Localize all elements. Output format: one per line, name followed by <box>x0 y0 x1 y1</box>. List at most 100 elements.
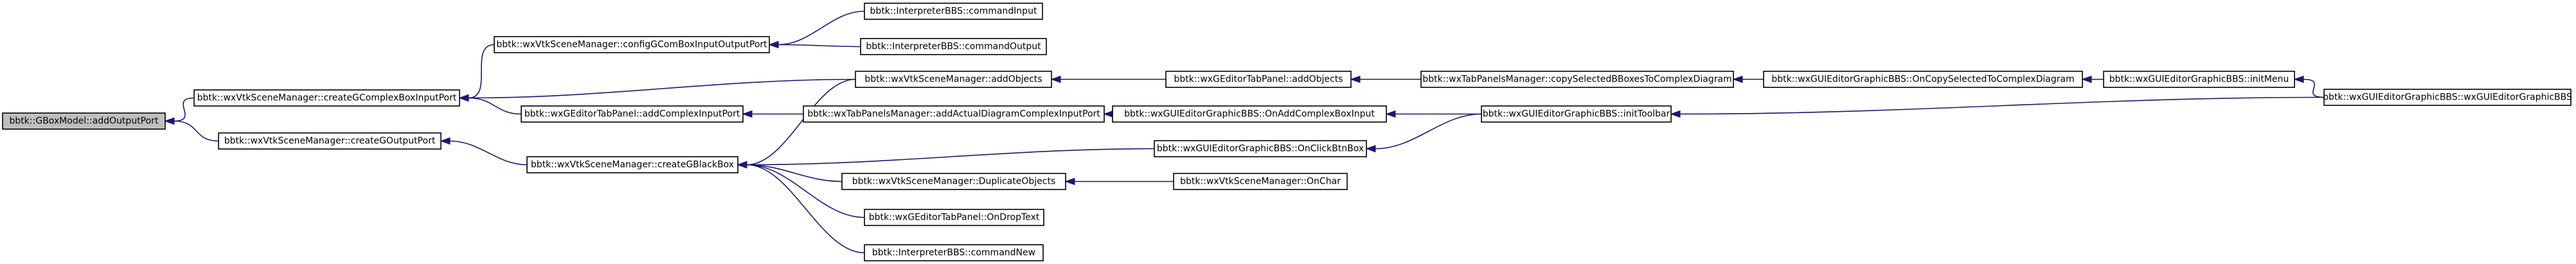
node-box <box>864 244 1044 261</box>
edge-line <box>174 97 195 122</box>
edge-onClickBtnBox-to-createGBlackBox <box>737 148 1155 169</box>
node-label: bbtk::wxGUIEditorGraphicBBS::OnClickBtnB… <box>1157 144 1364 154</box>
node-configGComBoxInputOutputPort[interactable]: bbtk::wxVtkSceneManager::configGComBoxIn… <box>494 36 770 53</box>
edge-initToolbar-to-onAddComplexBoxInput <box>1385 110 1481 118</box>
node-label: bbtk::wxVtkSceneManager::addObjects <box>864 75 1042 85</box>
edge-createGOutputPort-to-root <box>164 117 219 142</box>
node-box <box>855 71 1052 88</box>
edge-addActualDiagramComplexInputPort-to-addComplexInputPort <box>742 110 803 118</box>
node-onDropText[interactable]: bbtk::wxGEditorTabPanel::OnDropText <box>864 209 1044 226</box>
arrow-head-icon <box>1670 110 1681 118</box>
node-createGComplexBoxInputPort[interactable]: bbtk::wxVtkSceneManager::createGComplexB… <box>193 89 460 107</box>
node-copySelectedBBoxes[interactable]: bbtk::wxTabPanelsManager::copySelectedBB… <box>1420 71 1734 88</box>
arrow-head-icon <box>1732 75 1743 84</box>
node-box <box>841 173 1066 190</box>
edge-initToolbar-to-onClickBtnBox <box>1365 113 1482 153</box>
edge-line <box>174 120 219 142</box>
node-addComplexInputPort[interactable]: bbtk::wxGEditorTabPanel::addComplexInput… <box>521 105 744 123</box>
edge-commandInput-to-configGComBoxInputOutputPort <box>768 10 865 49</box>
edge-line <box>778 44 861 48</box>
edge-copySelectedBBoxes-to-addObjects_tab <box>1350 75 1421 84</box>
node-label: bbtk::wxVtkSceneManager::DuplicateObject… <box>852 177 1056 187</box>
node-onCopySelected[interactable]: bbtk::wxGUIEditorGraphicBBS::OnCopySelec… <box>1763 71 2083 88</box>
edge-line <box>1679 96 2325 115</box>
node-label: bbtk::wxVtkSceneManager::createGBlackBox <box>531 160 734 170</box>
node-createGOutputPort[interactable]: bbtk::wxVtkSceneManager::createGOutputPo… <box>218 132 442 150</box>
node-box <box>2 112 166 130</box>
edge-line <box>778 10 865 46</box>
edge-addObjects_tab-to-addObjects_scene <box>1050 75 1166 84</box>
arrow-head-icon <box>1064 177 1075 186</box>
arrow-head-icon <box>440 137 451 145</box>
node-box <box>1420 71 1734 88</box>
node-label: bbtk::GBoxModel::addOutputPort <box>10 116 159 127</box>
arrow-head-icon <box>1103 110 1114 118</box>
node-addActualDiagramComplexInputPort[interactable]: bbtk::wxTabPanelsManager::addActualDiagr… <box>803 105 1105 123</box>
edge-ctor-to-initToolbar <box>1670 96 2325 118</box>
edge-configGComBoxInputOutputPort-to-createGComplexBoxInputPort <box>458 44 495 102</box>
node-box <box>526 156 738 173</box>
node-label: bbtk::wxTabPanelsManager::addActualDiagr… <box>807 109 1100 119</box>
node-label: bbtk::wxGUIEditorGraphicBBS::OnCopySelec… <box>1771 75 2074 85</box>
node-label: bbtk::wxVtkSceneManager::OnChar <box>1180 177 1341 187</box>
edge-layer <box>164 10 2325 254</box>
arrow-head-icon <box>1385 110 1396 118</box>
node-label: bbtk::wxVtkSceneManager::createGComplexB… <box>197 93 457 103</box>
node-box <box>2323 89 2572 106</box>
node-initMenu[interactable]: bbtk::wxGUIEditorGraphicBBS::initMenu <box>2103 71 2295 88</box>
arrow-head-icon <box>458 94 469 102</box>
edge-commandOutput-to-configGComBoxInputOutputPort <box>768 40 861 49</box>
node-box <box>803 105 1105 123</box>
node-label: bbtk::wxGUIEditorGraphicBBS::initToolbar <box>1483 109 1670 119</box>
node-label: bbtk::wxGUIEditorGraphicBBS::wxGUIEditor… <box>2323 92 2572 103</box>
node-label: bbtk::wxVtkSceneManager::createGOutputPo… <box>224 136 436 146</box>
arrow-head-icon <box>742 110 753 118</box>
node-label: bbtk::InterpreterBBS::commandInput <box>870 6 1037 17</box>
node-addObjects_tab[interactable]: bbtk::wxGEditorTabPanel::addObjects <box>1165 71 1352 88</box>
edge-commandNew-to-createGBlackBox <box>737 161 865 254</box>
node-label: bbtk::wxTabPanelsManager::copySelectedBB… <box>1422 75 1731 85</box>
node-commandOutput[interactable]: bbtk::InterpreterBBS::commandOutput <box>860 38 1047 55</box>
edge-line <box>449 140 528 166</box>
edge-line <box>746 164 865 254</box>
node-duplicateObjects[interactable]: bbtk::wxVtkSceneManager::DuplicateObject… <box>841 173 1066 190</box>
node-onAddComplexBoxInput[interactable]: bbtk::wxGUIEditorGraphicBBS::OnAddComple… <box>1112 105 1387 123</box>
node-label: bbtk::InterpreterBBS::commandOutput <box>866 42 1041 52</box>
edge-onChar-to-duplicateObjects <box>1064 177 1174 186</box>
node-box <box>1763 71 2083 88</box>
node-label: bbtk::wxGEditorTabPanel::addComplexInput… <box>524 109 740 119</box>
edge-addObjects_scene-to-createGComplexBoxInputPort <box>458 78 856 102</box>
arrow-head-icon <box>1350 75 1361 84</box>
edge-onCopySelected-to-copySelectedBBoxes <box>1732 75 1764 84</box>
node-box <box>860 38 1047 55</box>
edge-line <box>468 97 522 115</box>
edge-line <box>2303 78 2325 98</box>
node-commandInput[interactable]: bbtk::InterpreterBBS::commandInput <box>864 3 1043 20</box>
node-createGBlackBox[interactable]: bbtk::wxVtkSceneManager::createGBlackBox <box>526 156 738 173</box>
edge-line <box>746 164 865 218</box>
node-initToolbar[interactable]: bbtk::wxGUIEditorGraphicBBS::initToolbar <box>1481 105 1672 123</box>
node-box <box>2103 71 2295 88</box>
node-layer: bbtk::GBoxModel::addOutputPortbbtk::wxVt… <box>2 3 2572 261</box>
edge-addObjects_scene-to-createGBlackBox <box>737 78 856 169</box>
node-box <box>1165 71 1352 88</box>
arrow-head-icon <box>2081 75 2092 84</box>
node-onClickBtnBox[interactable]: bbtk::wxGUIEditorGraphicBBS::OnClickBtnB… <box>1154 140 1367 157</box>
node-label: bbtk::wxGUIEditorGraphicBBS::initMenu <box>2109 75 2289 85</box>
node-label: bbtk::wxGUIEditorGraphicBBS::OnAddComple… <box>1124 109 1375 119</box>
edge-addComplexInputPort-to-createGComplexBoxInputPort <box>458 94 522 115</box>
node-label: bbtk::wxVtkSceneManager::configGComBoxIn… <box>496 40 767 50</box>
node-box <box>864 3 1043 20</box>
node-onChar[interactable]: bbtk::wxVtkSceneManager::OnChar <box>1173 173 1348 190</box>
edge-line <box>746 78 856 166</box>
edge-line <box>468 78 856 99</box>
node-addObjects_scene[interactable]: bbtk::wxVtkSceneManager::addObjects <box>855 71 1052 88</box>
node-ctor[interactable]: bbtk::wxGUIEditorGraphicBBS::wxGUIEditor… <box>2323 89 2572 106</box>
node-box <box>1173 173 1348 190</box>
node-box <box>864 209 1044 226</box>
node-root[interactable]: bbtk::GBoxModel::addOutputPort <box>2 112 166 130</box>
edge-ctor-to-initMenu <box>2293 75 2325 98</box>
node-commandNew[interactable]: bbtk::InterpreterBBS::commandNew <box>864 244 1044 261</box>
node-label: bbtk::wxGEditorTabPanel::addObjects <box>1174 75 1343 85</box>
